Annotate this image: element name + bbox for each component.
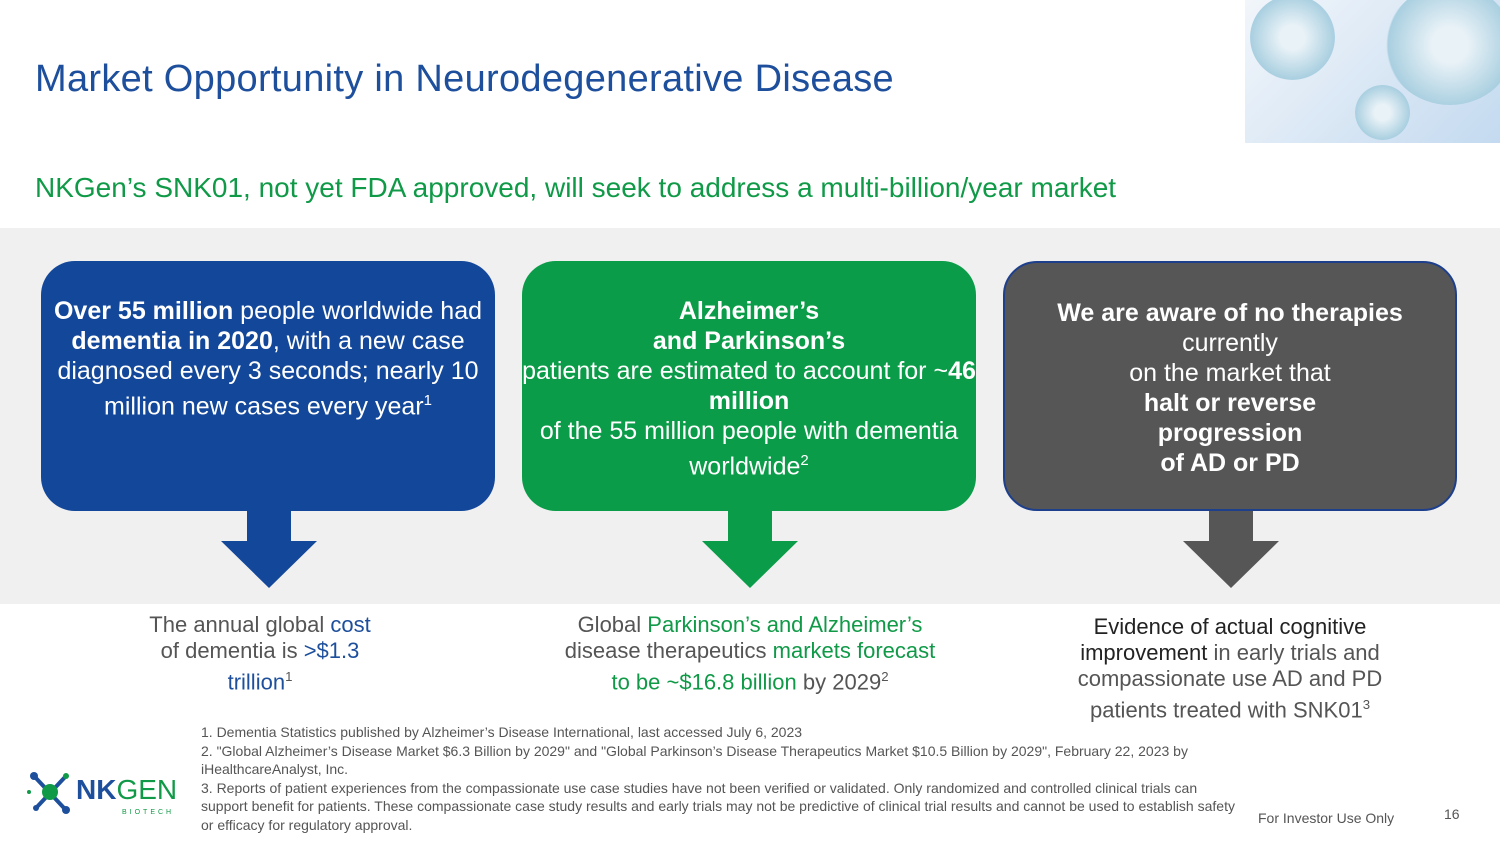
text-segment: Global bbox=[577, 612, 648, 637]
footnote: 3. Reports of patient experiences from t… bbox=[201, 779, 1235, 833]
footnote-ref: 3 bbox=[1362, 697, 1371, 712]
text-segment: and Parkinson’s bbox=[652, 327, 846, 355]
text-segment: patients are estimated to account for ~ bbox=[522, 357, 949, 385]
arrow-down-icon bbox=[221, 511, 317, 588]
footnote: 1. Dementia Statistics published by Alzh… bbox=[201, 724, 803, 740]
text-segment: improvement bbox=[1080, 640, 1208, 665]
logo-gen: GEN bbox=[116, 774, 178, 805]
footnote-ref: 2 bbox=[800, 452, 809, 469]
dementia-stat-box: Over 55 million people worldwide had dem… bbox=[41, 261, 495, 511]
cell-image bbox=[1355, 85, 1410, 140]
text-segment: Evidence of actual cognitive bbox=[1093, 614, 1367, 639]
text-segment: cost bbox=[330, 612, 371, 637]
cell-image bbox=[1250, 0, 1335, 80]
text-segment: of dementia is bbox=[160, 638, 304, 663]
text-segment: Over 55 million bbox=[53, 297, 234, 325]
text-segment: of AD or PD bbox=[1160, 449, 1300, 477]
text-segment: of the 55 million people with dementia w… bbox=[539, 417, 959, 481]
text-segment: progression bbox=[1157, 419, 1303, 447]
page-subtitle: NKGen’s SNK01, not yet FDA approved, wil… bbox=[35, 172, 1117, 203]
text-segment: in early trials and bbox=[1207, 640, 1380, 665]
footnote-ref: 1 bbox=[423, 392, 432, 409]
nkgen-logo: NKGEN BIOTECH bbox=[26, 770, 196, 830]
molecule-icon bbox=[27, 772, 70, 814]
text-segment: markets forecast bbox=[772, 638, 936, 663]
text-segment: The annual global bbox=[149, 612, 331, 637]
investor-label: For Investor Use Only bbox=[1258, 810, 1395, 826]
text-segment: >$1.3 bbox=[303, 638, 360, 663]
text-segment: by 2029 bbox=[796, 669, 882, 695]
text-segment: dementia in 2020 bbox=[71, 327, 273, 355]
arrow-down-icon bbox=[702, 511, 798, 588]
text-segment: on the market that bbox=[1129, 359, 1331, 387]
text-segment: currently bbox=[1182, 329, 1278, 357]
logo-biotech: BIOTECH bbox=[122, 809, 175, 816]
text-segment: patients treated with SNK01 bbox=[1089, 697, 1363, 723]
footnote: 2. "Global Alzheimer’s Disease Market $6… bbox=[201, 742, 1188, 778]
text-segment: halt or reverse bbox=[1143, 389, 1317, 417]
text-segment: Alzheimer’s bbox=[678, 297, 820, 325]
page-title: Market Opportunity in Neurodegenerative … bbox=[35, 58, 894, 100]
text-segment: 46 million bbox=[708, 357, 976, 415]
cell-decoration bbox=[1245, 0, 1500, 143]
footnote-ref: 2 bbox=[881, 669, 889, 684]
text-segment: disease therapeutics bbox=[564, 638, 773, 663]
text-segment: to be ~$16.8 billion bbox=[611, 669, 797, 695]
cell-image bbox=[1385, 0, 1500, 105]
cost-outcome: The annual global cost of dementia is >$1… bbox=[60, 612, 460, 695]
text-segment: compassionate use AD and PD bbox=[1077, 666, 1383, 691]
page-number: 16 bbox=[1444, 806, 1460, 822]
text-segment: Parkinson’s and Alzheimer’s bbox=[647, 612, 923, 637]
text-segment: trillion bbox=[227, 669, 286, 695]
logo-nk: NK bbox=[76, 774, 117, 805]
footnotes: 1. Dementia Statistics published by Alzh… bbox=[201, 723, 1241, 834]
text-segment: , with a new case diagnosed every 3 seco… bbox=[57, 327, 479, 421]
logo-wordmark: NKGEN bbox=[76, 774, 177, 811]
text-segment: people worldwide had bbox=[233, 297, 483, 325]
text-segment: We are aware of no therapies bbox=[1057, 299, 1403, 327]
arrow-down-icon bbox=[1183, 511, 1279, 588]
footnote-ref: 1 bbox=[285, 669, 293, 684]
